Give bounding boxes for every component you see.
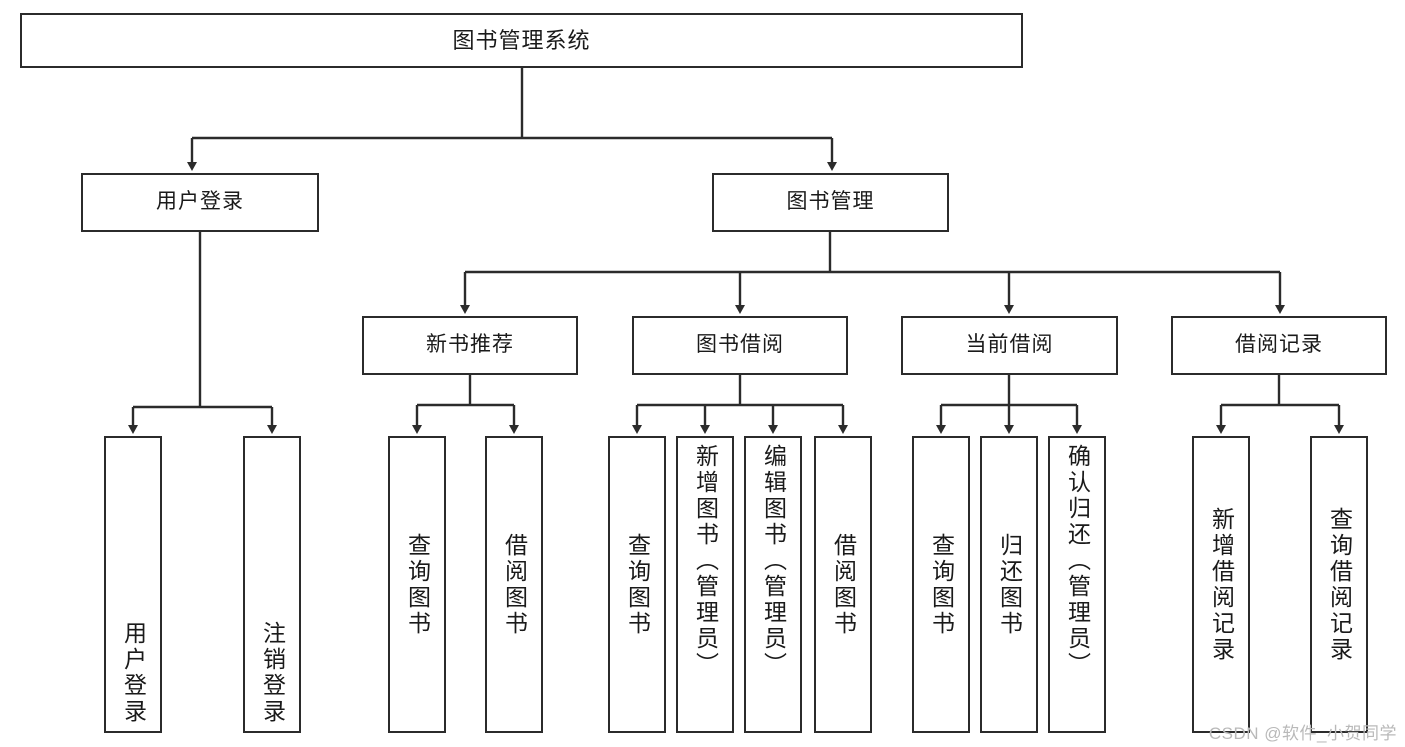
leaf-record-query[interactable]: 查询借阅记录 xyxy=(1310,436,1368,733)
node-label: 查询图书 xyxy=(928,532,955,637)
leaf-borrow-borrow-book[interactable]: 借阅图书 xyxy=(814,436,872,733)
node-label: 图书管理 xyxy=(786,190,875,214)
node-label: 图书借阅 xyxy=(696,333,784,357)
leaf-user-login-login[interactable]: 用户登录 xyxy=(104,436,162,733)
node-current-borrow[interactable]: 当前借阅 xyxy=(901,316,1118,375)
node-label: 新增借阅记录 xyxy=(1208,506,1235,663)
node-label: 图书管理系统 xyxy=(452,27,591,53)
node-label: 编辑图书（管理员） xyxy=(760,444,787,678)
node-borrow-record[interactable]: 借阅记录 xyxy=(1171,316,1387,375)
node-label: 借阅图书 xyxy=(501,532,528,637)
node-label: 查询图书 xyxy=(404,532,431,637)
node-label: 归还图书 xyxy=(996,532,1023,637)
node-book-borrow[interactable]: 图书借阅 xyxy=(632,316,848,375)
leaf-new-book-borrow[interactable]: 借阅图书 xyxy=(485,436,543,733)
node-label: 借阅记录 xyxy=(1235,333,1323,357)
node-new-book-recommend[interactable]: 新书推荐 xyxy=(362,316,578,375)
leaf-current-confirm-return[interactable]: 确认归还（管理员） xyxy=(1048,436,1106,733)
node-label: 查询借阅记录 xyxy=(1326,506,1353,663)
node-label: 新增图书（管理员） xyxy=(692,444,719,678)
node-user-login[interactable]: 用户登录 xyxy=(81,173,319,232)
node-label: 用户登录 xyxy=(156,190,244,214)
node-label: 用户登录 xyxy=(120,621,147,725)
leaf-user-login-logout[interactable]: 注销登录 xyxy=(243,436,301,733)
leaf-borrow-query-book[interactable]: 查询图书 xyxy=(608,436,666,733)
node-label: 借阅图书 xyxy=(830,532,857,637)
node-label: 当前借阅 xyxy=(965,333,1054,357)
leaf-current-query-book[interactable]: 查询图书 xyxy=(912,436,970,733)
leaf-new-book-query[interactable]: 查询图书 xyxy=(388,436,446,733)
node-label: 新书推荐 xyxy=(426,333,514,357)
node-label: 确认归还（管理员） xyxy=(1064,444,1091,678)
leaf-borrow-edit-book[interactable]: 编辑图书（管理员） xyxy=(744,436,802,733)
node-label: 注销登录 xyxy=(259,621,286,725)
node-root-system[interactable]: 图书管理系统 xyxy=(20,13,1023,68)
leaf-record-add[interactable]: 新增借阅记录 xyxy=(1192,436,1250,733)
leaf-current-return-book[interactable]: 归还图书 xyxy=(980,436,1038,733)
leaf-borrow-add-book[interactable]: 新增图书（管理员） xyxy=(676,436,734,733)
csdn-watermark: CSDN @软件_小贺同学 xyxy=(1208,724,1397,743)
node-label: 查询图书 xyxy=(624,532,651,637)
node-book-management[interactable]: 图书管理 xyxy=(712,173,949,232)
